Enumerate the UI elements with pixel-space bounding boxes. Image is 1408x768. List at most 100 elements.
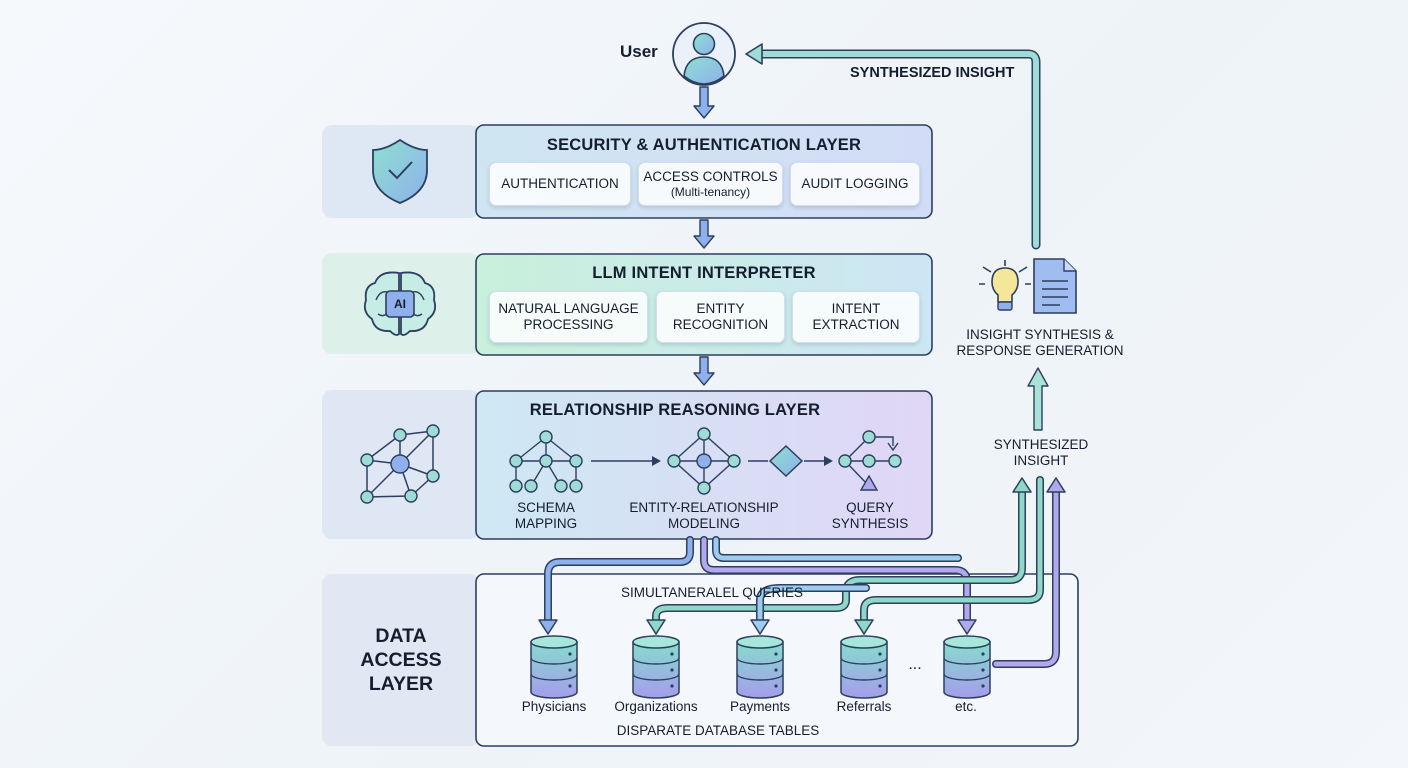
database-band: [736, 657, 784, 665]
user-label: User: [620, 42, 658, 61]
user-to-security-arrow: [693, 86, 715, 119]
synthesized-insight-line2: INSIGHT: [1013, 453, 1069, 468]
database-indicator: [878, 652, 882, 656]
database-indicator: [774, 652, 778, 656]
schema-tree-icon: [509, 430, 583, 493]
er-to-query-arrow: [748, 444, 833, 478]
nlp-line2: PROCESSING: [523, 317, 614, 332]
data-access-title: DATA ACCESS LAYER: [322, 624, 480, 696]
database-band: [943, 657, 991, 665]
graph-node: [862, 454, 876, 468]
audit-logging-card: AUDIT LOGGING: [790, 162, 920, 206]
database-lid: [530, 635, 578, 649]
database-lid: [736, 635, 784, 649]
data-access-line3: LAYER: [368, 673, 434, 695]
graph-node: [697, 481, 711, 495]
schema-to-er-arrow: [591, 456, 661, 466]
database-lid: [840, 635, 888, 649]
query-synthesis-icon: [838, 430, 902, 487]
graph-node: [696, 453, 712, 469]
database-icon-payments: [736, 635, 784, 699]
database-body: [943, 641, 991, 699]
graph-node: [539, 454, 553, 468]
table-label-payments: Payments: [729, 699, 791, 714]
lightbulb-icon: [979, 260, 1031, 311]
document-icon: [1033, 258, 1077, 314]
graph-node: [509, 454, 523, 468]
database-body: [736, 641, 784, 699]
graph-node: [390, 454, 410, 474]
graph-node: [888, 454, 902, 468]
schema-mapping-label: SCHEMA MAPPING: [506, 500, 586, 532]
graph-node: [727, 454, 741, 468]
entity-recognition-line1: ENTITY: [696, 301, 745, 316]
authentication-card: AUTHENTICATION: [489, 162, 631, 206]
database-lid: [632, 635, 680, 649]
schema-mapping-line1: SCHEMA: [517, 500, 575, 515]
nlp-card: NATURAL LANGUAGE PROCESSING: [489, 291, 648, 343]
er-modeling-line2: MODELING: [667, 516, 740, 531]
feedback-arrow: [745, 43, 1041, 250]
ai-icon-text: AI: [394, 297, 406, 311]
security-title: SECURITY & AUTHENTICATION LAYER: [546, 136, 862, 154]
database-icon-organizations: [632, 635, 680, 699]
entity-recognition-line2: RECOGNITION: [672, 317, 769, 332]
database-body: [530, 641, 578, 699]
simultaneous-queries-label: SIMULTANERALEL QUERIES: [620, 585, 804, 600]
database-band: [530, 673, 578, 681]
feedback-label: SYNTHESIZED INSIGHT: [850, 65, 1015, 81]
table-label-physicians: Physicians: [521, 699, 587, 714]
synthesized-insight-line1: SYNTHESIZED: [993, 437, 1089, 452]
database-indicator: [568, 652, 572, 656]
graph-node: [524, 479, 538, 493]
er-modeling-line1: ENTITY-RELATIONSHIP: [629, 500, 779, 515]
intent-extraction-line1: INTENT: [831, 301, 881, 316]
graph-node: [838, 454, 852, 468]
intent-extraction-card: INTENT EXTRACTION: [792, 291, 920, 343]
database-body: [840, 641, 888, 699]
graph-node: [862, 430, 876, 444]
access-controls-label: ACCESS CONTROLS: [643, 169, 778, 184]
graph-node: [697, 427, 711, 441]
database-indicator: [981, 652, 985, 656]
table-label-organizations: Organizations: [614, 699, 698, 714]
authentication-label: AUTHENTICATION: [501, 176, 619, 191]
synth-up-arrow: [1027, 367, 1049, 431]
database-indicator: [878, 684, 882, 688]
entity-recognition-card: ENTITY RECOGNITION: [656, 291, 785, 343]
data-access-line1: DATA: [375, 625, 427, 647]
graph-node: [393, 428, 407, 442]
reasoning-title: RELATIONSHIP REASONING LAYER: [529, 401, 821, 419]
disparate-tables-label: DISPARATE DATABASE TABLES: [616, 723, 820, 738]
graph-node: [404, 489, 418, 503]
shield-icon: [372, 138, 428, 204]
database-lid: [943, 635, 991, 649]
security-to-llm-arrow: [693, 219, 715, 249]
query-synthesis-line2: SYNTHESIS: [831, 516, 909, 531]
graph-node: [360, 453, 374, 467]
database-indicator: [774, 668, 778, 672]
nlp-line1: NATURAL LANGUAGE: [498, 301, 639, 316]
insight-synthesis-line1: INSIGHT SYNTHESIS &: [966, 327, 1114, 342]
er-model-icon: [667, 427, 741, 495]
table-label-etc: etc.: [955, 699, 977, 714]
database-icon-referrals: [840, 635, 888, 699]
query-synthesis-triangle: [859, 474, 879, 491]
database-indicator: [981, 684, 985, 688]
graph-node: [360, 490, 374, 504]
database-band: [840, 673, 888, 681]
table-label-referrals: Referrals: [836, 699, 892, 714]
llm-title: LLM INTENT INTERPRETER: [592, 264, 816, 282]
database-icon-physicians: [530, 635, 578, 699]
insight-synthesis-line2: RESPONSE GENERATION: [956, 343, 1124, 358]
database-indicator: [670, 684, 674, 688]
schema-mapping-line2: MAPPING: [514, 516, 578, 531]
graph-node: [426, 469, 440, 483]
audit-logging-label: AUDIT LOGGING: [801, 176, 909, 191]
access-controls-card: ACCESS CONTROLS (Multi-tenancy): [638, 162, 783, 206]
database-band: [840, 657, 888, 665]
llm-to-reasoning-arrow: [693, 356, 715, 386]
database-indicator: [568, 684, 572, 688]
graph-node: [569, 454, 583, 468]
